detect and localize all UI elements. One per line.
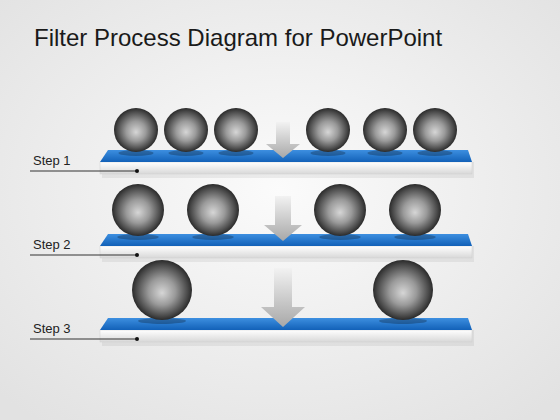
filter-shelf: [30, 184, 474, 262]
sphere: [187, 184, 239, 236]
sphere: [389, 184, 441, 236]
filter-shelf: [30, 260, 474, 346]
leader-dot: [135, 337, 139, 341]
shelf-front: [100, 162, 472, 174]
leader-line: [30, 255, 137, 256]
sphere: [214, 108, 258, 152]
leader-dot: [135, 253, 139, 257]
sphere: [114, 108, 158, 152]
leader-line: [30, 339, 137, 340]
sphere: [132, 260, 192, 320]
step-label: Step 1: [33, 153, 71, 168]
step-label: Step 3: [33, 321, 71, 336]
filter-arrow: [261, 268, 305, 327]
leader-line: [30, 171, 137, 172]
sphere: [363, 108, 407, 152]
shelf-front: [100, 246, 472, 258]
sphere: [306, 108, 350, 152]
filter-shelf: [30, 108, 474, 178]
sphere: [373, 260, 433, 320]
sphere: [164, 108, 208, 152]
filter-arrow: [264, 196, 302, 241]
sphere: [112, 184, 164, 236]
sphere: [413, 108, 457, 152]
step-label: Step 2: [33, 237, 71, 252]
leader-dot: [135, 169, 139, 173]
shelf-front: [100, 330, 472, 342]
sphere: [314, 184, 366, 236]
title: Filter Process Diagram for PowerPoint: [34, 24, 442, 52]
filter-arrow: [266, 122, 300, 158]
